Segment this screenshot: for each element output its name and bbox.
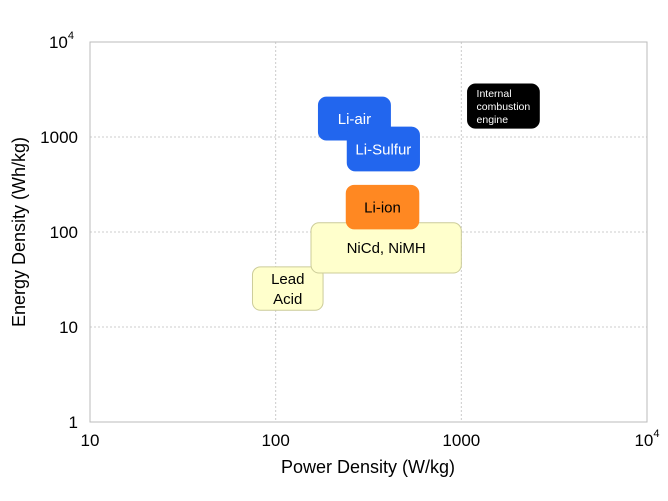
region-label: Acid [273,291,302,308]
x-tick-label: 100 [261,431,289,450]
region-label: Li-air [338,111,371,128]
region-nicd-nimh: NiCd, NiMH [310,222,462,274]
x-tick-label: 1000 [442,431,480,450]
x-axis-label: Power Density (W/kg) [281,457,455,477]
region-box [251,266,324,311]
region-box [467,83,540,129]
region-label: Li-ion [364,199,401,216]
y-tick-label: 1 [69,413,78,432]
y-axis-label: Energy Density (Wh/kg) [9,137,29,327]
region-box [346,126,420,172]
y-tick-label: 100 [50,223,78,242]
region-label: NiCd, NiMH [347,240,426,257]
plot-frame [89,41,648,423]
region-li-ion: Li-ion [345,184,420,230]
region-li-sulfur: Li-Sulfur [346,126,420,172]
y-tick-label: 104 [49,30,74,52]
x-tick-label: 10 [81,431,100,450]
y-tick-label: 10 [59,318,78,337]
region-box [345,184,420,230]
region-label: Internal [477,88,512,100]
region-label: combustion [477,101,531,113]
region-label: Li-Sulfur [355,141,411,158]
y-tick-label: 1000 [40,128,78,147]
x-tick-label: 104 [634,428,659,450]
region-label: engine [477,114,509,126]
region-label: Lead [271,271,304,288]
